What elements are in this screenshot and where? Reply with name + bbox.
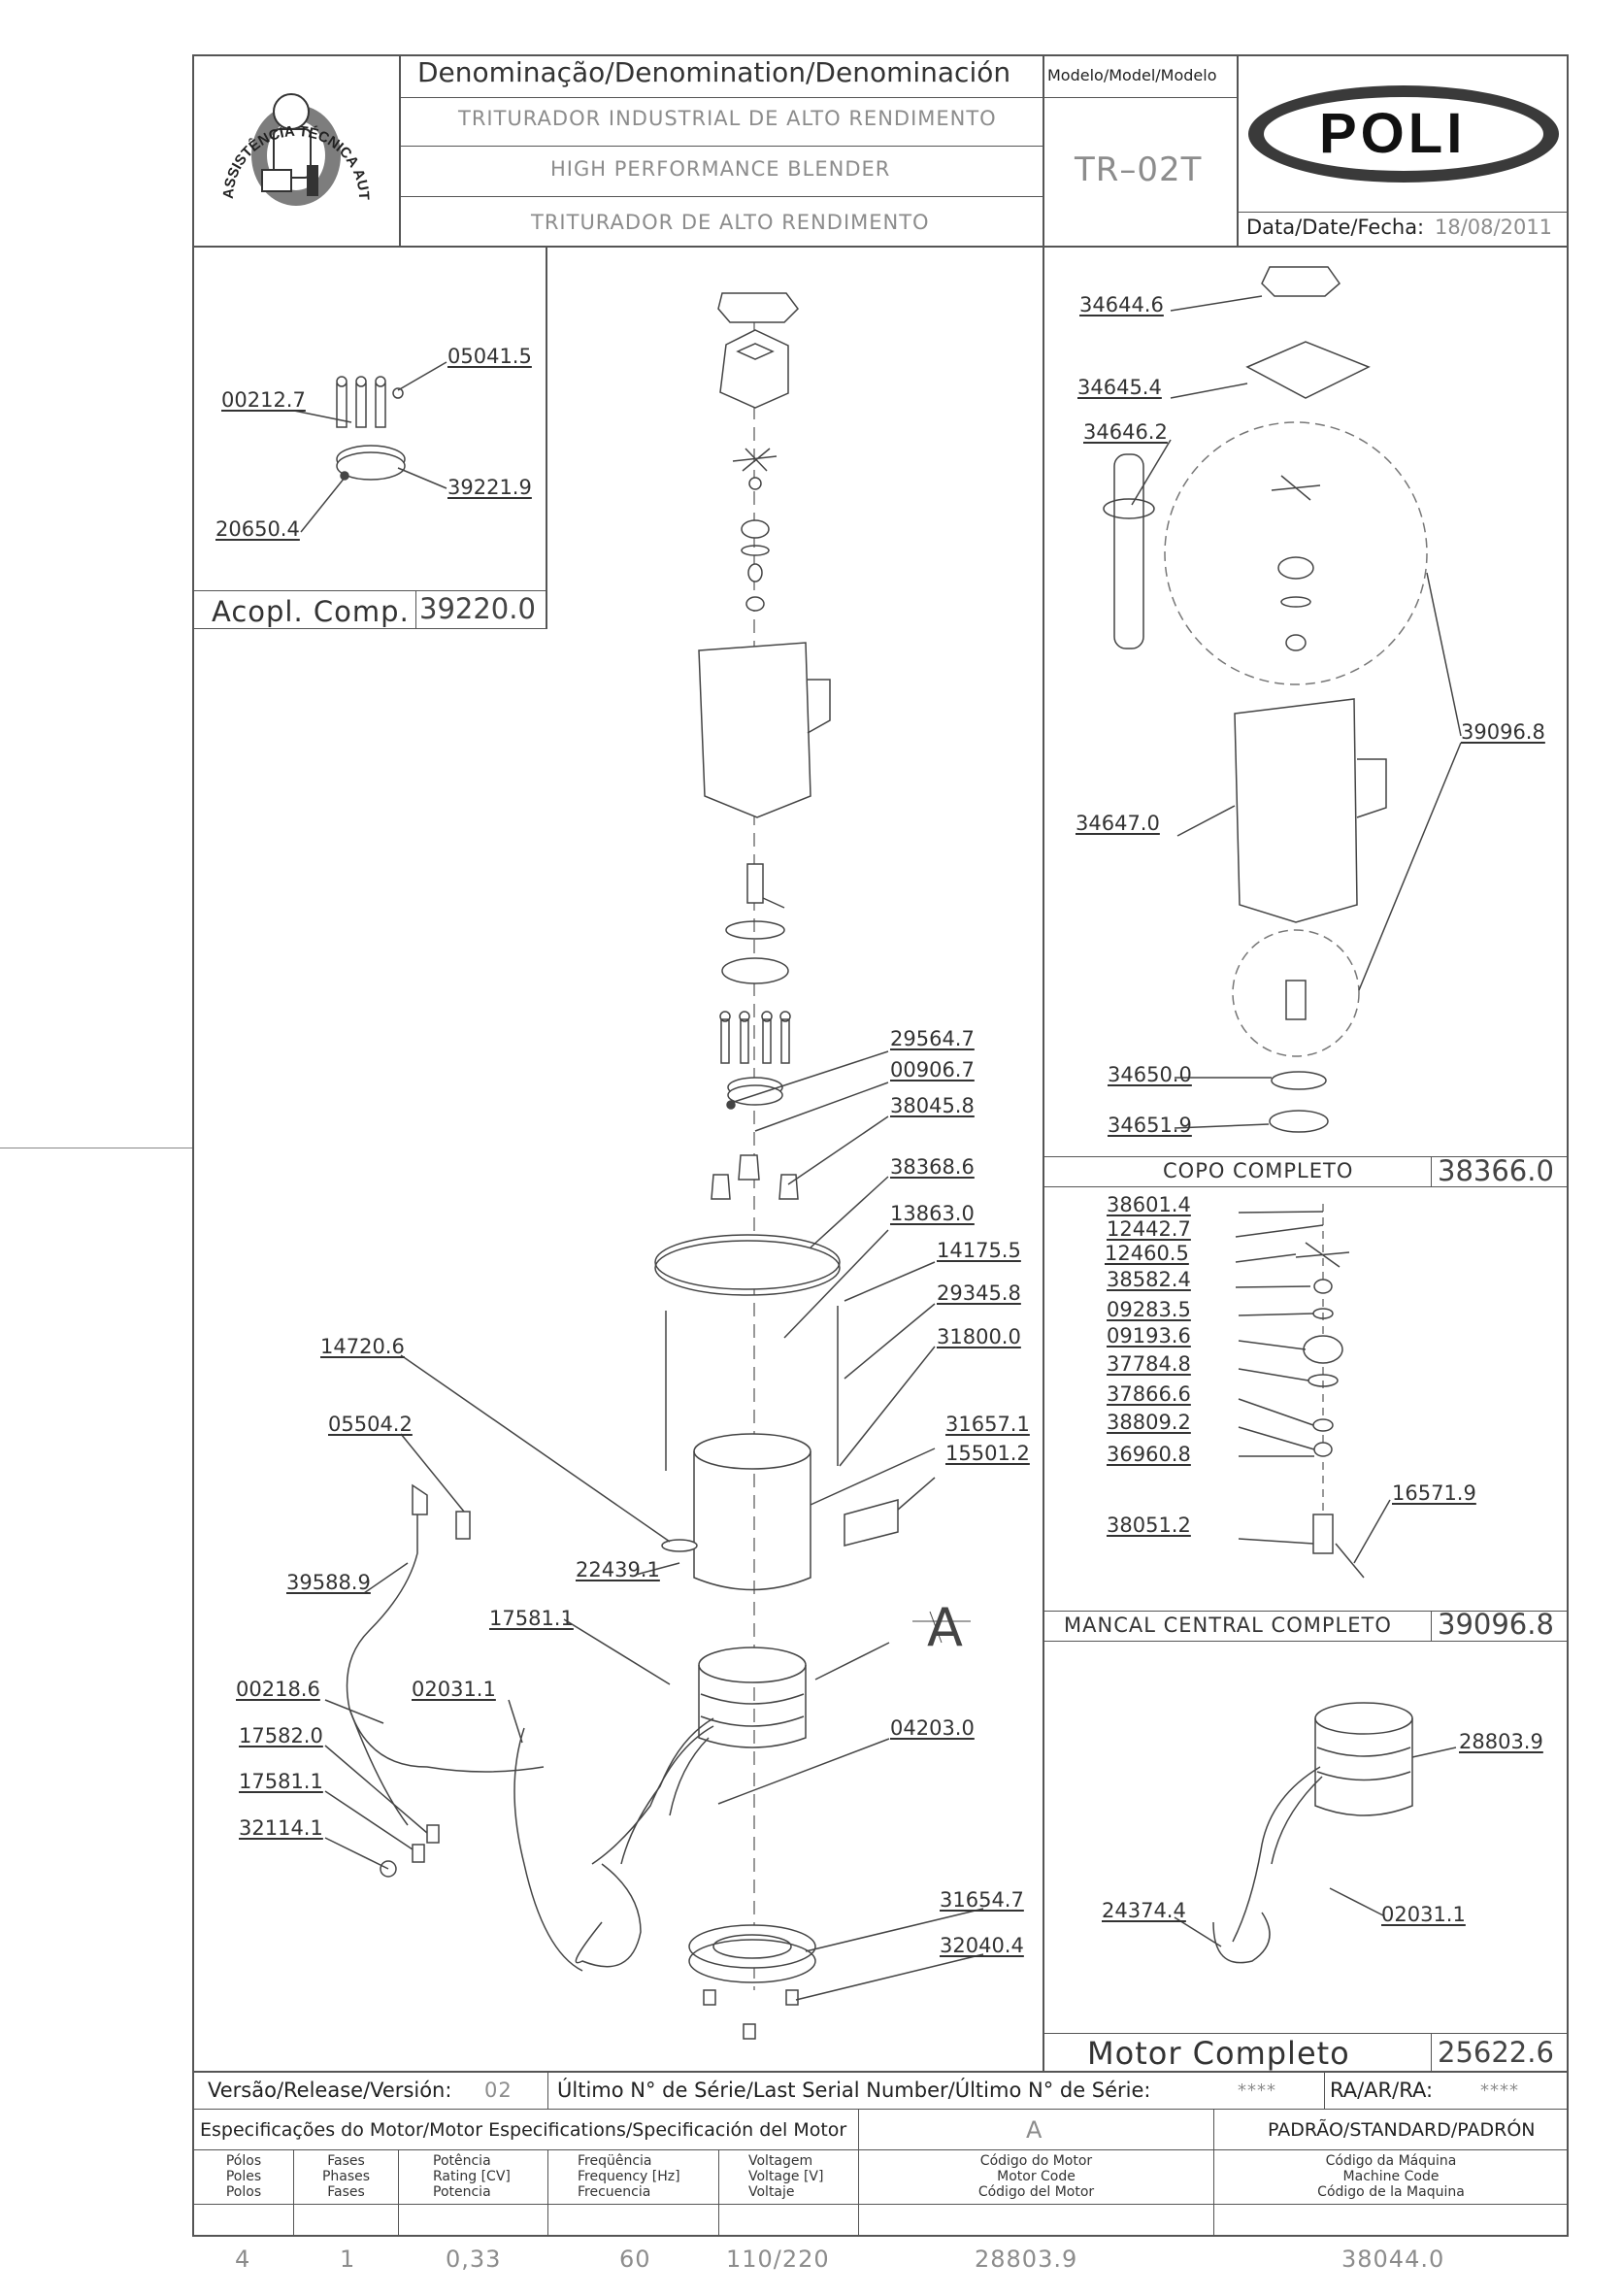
part-label: 00212.7 xyxy=(221,388,306,412)
part-label: 02031.1 xyxy=(412,1678,496,1701)
serial-value: **** xyxy=(1238,2080,1276,2101)
part-label: 17581.1 xyxy=(239,1770,323,1793)
bearing-box-code: 39096.8 xyxy=(1438,1608,1554,1641)
date-label: Data/Date/Fecha: xyxy=(1246,216,1425,239)
version-value: 02 xyxy=(484,2079,513,2102)
name-en: HIGH PERFORMANCE BLENDER xyxy=(550,157,891,181)
machine-code-value: 38044.0 xyxy=(1341,2246,1445,2273)
part-label: 09193.6 xyxy=(1107,1324,1191,1348)
part-label: 22439.1 xyxy=(576,1558,660,1581)
model-label: Modelo/Model/Modelo xyxy=(1047,66,1217,84)
cup-box-code: 38366.0 xyxy=(1438,1154,1554,1187)
part-label: 32114.1 xyxy=(239,1816,323,1840)
part-label: 39588.9 xyxy=(286,1571,371,1594)
spec-label: Especificações do Motor/Motor Especifica… xyxy=(200,2119,847,2141)
motor-box-title: Motor Completo xyxy=(1087,2035,1350,2072)
part-label: 38809.2 xyxy=(1107,1411,1191,1434)
date-value: 18/08/2011 xyxy=(1435,216,1553,239)
spec-col-label: Freqüência Frequency [Hz] Frecuencia xyxy=(578,2153,680,2200)
part-label: 00906.7 xyxy=(890,1058,975,1081)
part-label: 29345.8 xyxy=(937,1281,1021,1305)
spec-col-label: Código do Motor Motor Code Código del Mo… xyxy=(977,2153,1095,2200)
part-label: 37784.8 xyxy=(1107,1352,1191,1376)
brand-name: POLI xyxy=(1319,102,1467,165)
motor-box-code: 25622.6 xyxy=(1438,2036,1554,2069)
part-label: 16571.9 xyxy=(1392,1481,1476,1505)
part-label: 12460.5 xyxy=(1105,1242,1189,1265)
part-label: 17582.0 xyxy=(239,1724,323,1747)
model-value: TR–02T xyxy=(1075,150,1203,189)
part-label: 36960.8 xyxy=(1107,1443,1191,1466)
part-label: 31657.1 xyxy=(945,1413,1030,1436)
part-label: 02031.1 xyxy=(1381,1903,1466,1926)
part-label: 38582.4 xyxy=(1107,1268,1191,1291)
part-label: 15501.2 xyxy=(945,1442,1030,1465)
coupling-box-title: Acopl. Comp. xyxy=(212,595,410,628)
part-label: 38368.6 xyxy=(890,1155,975,1179)
part-label: 34645.4 xyxy=(1077,376,1162,399)
name-pt: TRITURADOR INDUSTRIAL DE ALTO RENDIMENTO xyxy=(458,107,997,130)
part-label: 14175.5 xyxy=(937,1239,1021,1262)
part-label: 12442.7 xyxy=(1107,1217,1191,1241)
part-label: 34646.2 xyxy=(1083,420,1168,444)
spec-col-label: Código da Máquina Machine Code Código de… xyxy=(1317,2153,1465,2200)
ra-value: **** xyxy=(1480,2080,1519,2101)
part-label: 32040.4 xyxy=(940,1934,1024,1957)
part-label: 00218.6 xyxy=(236,1678,320,1701)
part-label: 20650.4 xyxy=(215,517,300,541)
part-label: 05504.2 xyxy=(328,1413,413,1436)
part-label: 34651.9 xyxy=(1108,1114,1192,1137)
part-label: 39096.8 xyxy=(1461,720,1545,744)
part-label: 31800.0 xyxy=(937,1325,1021,1348)
part-label: 17581.1 xyxy=(489,1607,574,1630)
part-label: 05041.5 xyxy=(447,345,532,368)
spec-poles-value: 4 xyxy=(235,2246,251,2273)
part-label: 38051.2 xyxy=(1107,1514,1191,1537)
cup-box-title: COPO COMPLETO xyxy=(1163,1159,1354,1182)
spec-voltage-value: 110/220 xyxy=(726,2246,830,2273)
part-label: 31654.7 xyxy=(940,1888,1024,1912)
part-label: 14720.6 xyxy=(320,1335,405,1358)
part-label: 37866.6 xyxy=(1107,1382,1191,1406)
coupling-box-code: 39220.0 xyxy=(419,592,536,625)
spec-frequency-value: 60 xyxy=(619,2246,651,2273)
part-label: 34644.6 xyxy=(1079,293,1164,316)
spec-col-label: Voltagem Voltage [V] Voltaje xyxy=(748,2153,824,2200)
poli-logo: POLI xyxy=(1245,83,1562,184)
part-label: 24374.4 xyxy=(1102,1899,1186,1922)
seal-text: ASSISTÊNCIA TÉCNICA AUTORIZADA xyxy=(0,0,372,200)
part-label: 29564.7 xyxy=(890,1027,975,1050)
version-label: Versão/Release/Versión: xyxy=(208,2079,452,2102)
bearing-box-title: MANCAL CENTRAL COMPLETO xyxy=(1064,1614,1392,1637)
spec-ref: A xyxy=(1026,2116,1043,2144)
name-es: TRITURADOR DE ALTO RENDIMENTO xyxy=(531,211,930,234)
part-label: 04203.0 xyxy=(890,1716,975,1740)
serial-label: Último N° de Série/Last Serial Number/Úl… xyxy=(557,2079,1151,2102)
part-label: 13863.0 xyxy=(890,1202,975,1225)
part-label: 38601.4 xyxy=(1107,1193,1191,1216)
part-label: 39221.9 xyxy=(447,476,532,499)
spec-rating-value: 0,33 xyxy=(446,2246,502,2273)
standard-label: PADRÃO/STANDARD/PADRÓN xyxy=(1268,2119,1536,2141)
spec-col-label: Fases Phases Fases xyxy=(321,2153,371,2200)
part-label: 09283.5 xyxy=(1107,1298,1191,1321)
spec-col-label: Potência Rating [CV] Potencia xyxy=(433,2153,511,2200)
part-label: 38045.8 xyxy=(890,1094,975,1117)
part-label: 34647.0 xyxy=(1076,812,1160,835)
part-label: 34650.0 xyxy=(1108,1063,1192,1086)
denomination-label: Denominação/Denomination/Denominación xyxy=(417,56,1011,88)
part-label: 28803.9 xyxy=(1459,1730,1543,1753)
ra-label: RA/AR/RA: xyxy=(1330,2079,1434,2102)
detail-ref-a: A xyxy=(927,1597,963,1658)
spec-col-label: Pólos Poles Polos xyxy=(225,2153,262,2200)
spec-phases-value: 1 xyxy=(340,2246,356,2273)
svg-text:ASSISTÊNCIA TÉCNICA AUTORIZADA: ASSISTÊNCIA TÉCNICA AUTORIZADA xyxy=(0,0,372,200)
motor-code-value: 28803.9 xyxy=(975,2246,1078,2273)
